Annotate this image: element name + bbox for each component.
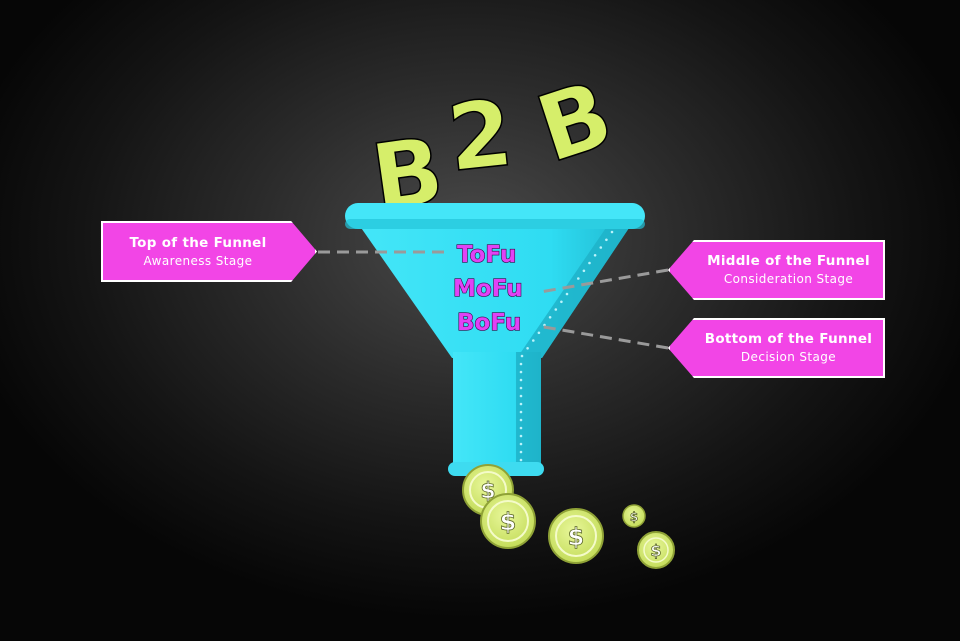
label-tofu-title: Top of the Funnel [129, 234, 267, 251]
seam-dot [519, 410, 523, 414]
coin-4: $ [622, 504, 646, 528]
funnel-neck-shade [516, 352, 541, 468]
label-tofu-subtitle: Awareness Stage [143, 253, 253, 268]
dollar-icon: $ [568, 523, 585, 551]
label-mofu-title: Middle of the Funnel [707, 253, 870, 269]
seam-dot [532, 339, 535, 342]
seam-dot [519, 426, 523, 430]
seam-dot [519, 418, 523, 422]
label-bottom-of-funnel: Bottom of the Funnel Decision Stage [668, 318, 885, 378]
seam-dot [526, 347, 529, 350]
coin-2: $ [480, 493, 536, 549]
funnel-rim-shade [345, 219, 645, 229]
funnel-cone-shade [517, 222, 633, 358]
seam-dot [610, 230, 614, 234]
b2b-letter-2: 2 [443, 79, 518, 192]
connector-mofu [539, 268, 669, 294]
seam-dot [588, 261, 591, 265]
label-top-of-funnel: Top of the Funnel Awareness Stage [101, 221, 317, 282]
seam-dot [520, 354, 524, 358]
seam-dot [593, 254, 597, 257]
coin-5: $ [637, 531, 675, 569]
seam-dot [519, 394, 523, 398]
seam-dot [554, 308, 558, 311]
seam-dot [577, 277, 580, 280]
coins: $ $ $ $ $ [462, 464, 675, 569]
connector-bofu [537, 324, 669, 350]
stage-word-tofu: ToFu [457, 242, 516, 268]
seam-dot [519, 442, 523, 446]
dollar-icon: $ [650, 541, 661, 560]
funnel-seam-dots [519, 230, 614, 462]
seam-dot [519, 402, 523, 406]
label-bofu-title: Bottom of the Funnel [704, 331, 873, 347]
b2b-letter-b2: B [525, 60, 625, 183]
seam-dot [519, 434, 523, 438]
connector-lines [318, 250, 669, 350]
coin-3: $ [548, 508, 604, 564]
seam-dot [582, 269, 586, 273]
stage-word-mofu: MoFu [453, 276, 523, 302]
seam-dot [519, 378, 523, 382]
seam-dot [599, 246, 603, 249]
seam-dot [605, 238, 608, 242]
label-mofu-subtitle: Consideration Stage [723, 272, 854, 286]
seam-dot [537, 331, 541, 335]
seam-dot [519, 450, 523, 454]
label-middle-of-funnel: Middle of the Funnel Consideration Stage [668, 240, 885, 300]
seam-dot [519, 458, 523, 462]
seam-dot [560, 300, 563, 304]
funnel [345, 203, 645, 476]
dollar-icon: $ [480, 479, 495, 504]
dollar-icon: $ [630, 510, 638, 524]
seam-dot [548, 316, 552, 319]
label-bofu-subtitle: Decision Stage [740, 350, 837, 364]
seam-dot [543, 323, 546, 327]
seam-dot [519, 386, 523, 390]
seam-dot [519, 362, 523, 366]
seam-dot [565, 292, 569, 296]
stage-word-bofu: BoFu [457, 310, 521, 336]
seam-dot [519, 370, 523, 374]
funnel-stage-words: ToFu MoFu BoFu [452, 241, 523, 336]
dollar-icon: $ [500, 508, 517, 536]
